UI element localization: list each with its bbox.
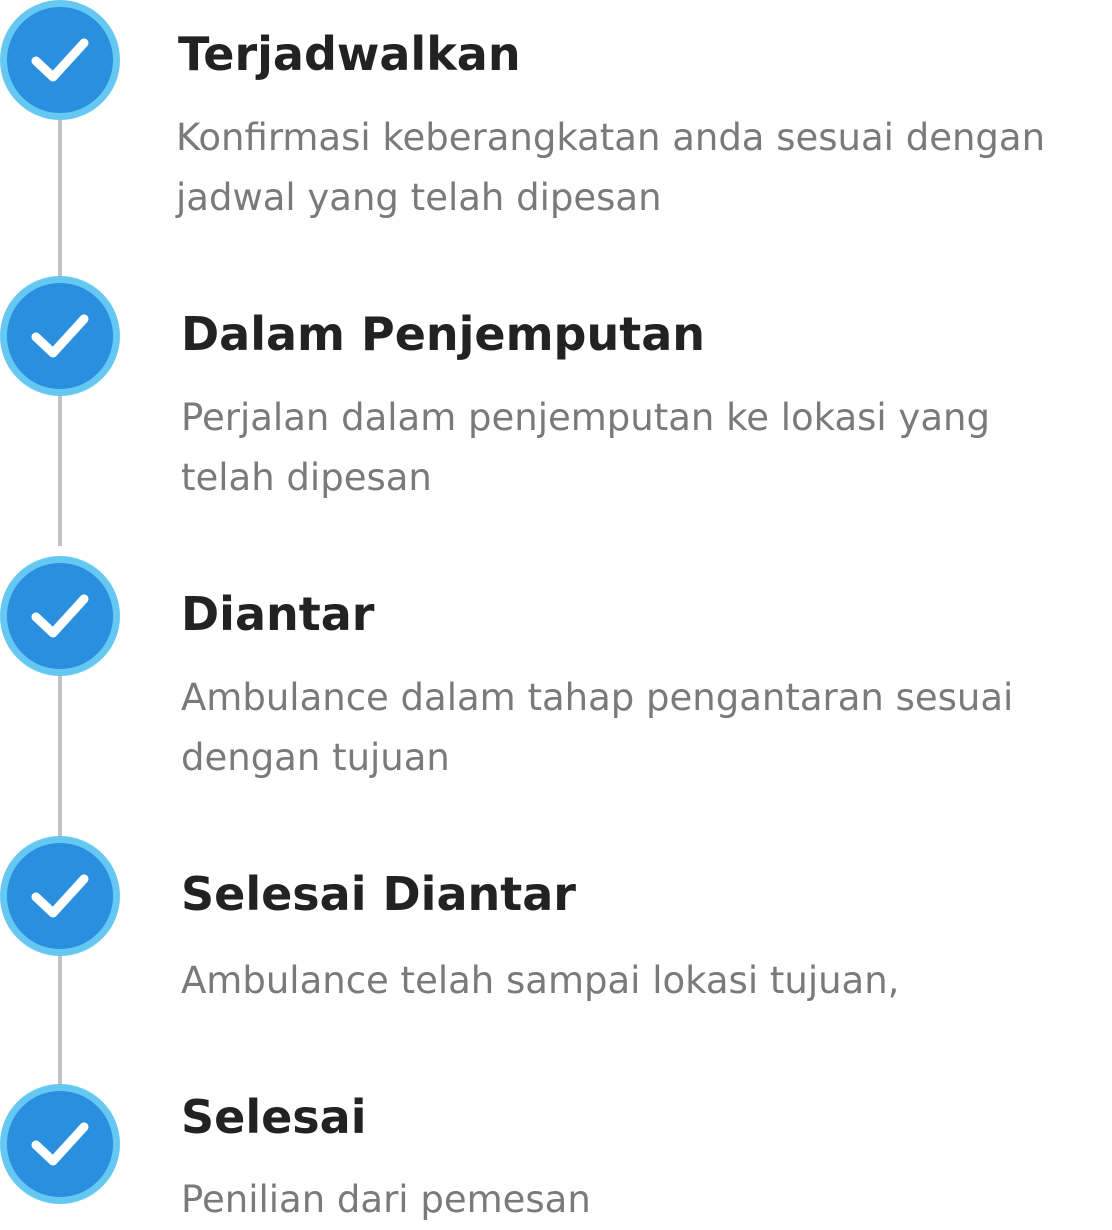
check-icon xyxy=(31,1122,89,1166)
step-description: Penilian dari pemesan xyxy=(181,1178,591,1221)
step-title: Terjadwalkan xyxy=(178,27,521,81)
check-icon xyxy=(31,594,89,638)
check-icon xyxy=(31,874,89,918)
step-description: Ambulance dalam tahap pengantaran sesuai… xyxy=(181,676,1014,779)
step-title: Selesai Diantar xyxy=(181,867,576,921)
check-icon xyxy=(31,314,89,358)
step-status-icon xyxy=(0,836,120,956)
timeline-connector xyxy=(58,118,62,278)
step-title: Dalam Penjemputan xyxy=(181,307,705,361)
step-description: Perjalan dalam penjemputan ke lokasi yan… xyxy=(181,396,990,499)
step-status-icon xyxy=(0,556,120,676)
step-title: Diantar xyxy=(181,587,375,641)
timeline-connector xyxy=(58,674,62,838)
timeline-connector xyxy=(58,954,62,1086)
step-status-icon xyxy=(0,276,120,396)
step-status-icon xyxy=(0,0,120,120)
step-description: Konfirmasi keberangkatan anda sesuai den… xyxy=(176,116,1046,219)
check-icon xyxy=(31,38,89,82)
timeline-connector xyxy=(58,394,62,546)
step-title: Selesai xyxy=(181,1090,367,1144)
step-description: Ambulance telah sampai lokasi tujuan, xyxy=(181,959,900,1002)
step-status-icon xyxy=(0,1084,120,1204)
